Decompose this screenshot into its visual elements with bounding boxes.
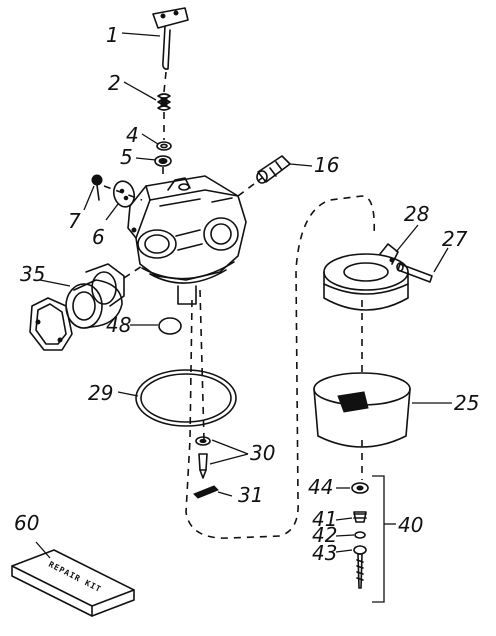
- label-part-6: 6: [92, 225, 105, 249]
- label-part-25: 25: [454, 391, 479, 415]
- label-part-48: 48: [106, 313, 131, 337]
- label-part-28: 28: [404, 202, 429, 226]
- label-part-60: 60: [14, 511, 39, 535]
- float-bowl-top: [323, 253, 409, 311]
- label-part-30: 30: [250, 441, 275, 465]
- part-5-seal: [154, 155, 172, 167]
- label-part-41: 41: [312, 507, 337, 531]
- part-43-screw: [353, 545, 367, 589]
- label-part-5: 5: [120, 145, 133, 169]
- part-2-spring: [157, 93, 171, 111]
- label-part-4: 4: [126, 123, 139, 147]
- part-29-gasket: [135, 369, 237, 427]
- repair-kit-label: REPAIR KIT: [47, 560, 103, 594]
- part-48-plug: [158, 317, 182, 335]
- part-30-needle-and-washer: [195, 436, 211, 479]
- label-part-16: 16: [314, 153, 339, 177]
- part-31-clip: [193, 485, 219, 499]
- part-6-choke-plate: [112, 180, 136, 208]
- label-part-35: 35: [20, 262, 45, 286]
- part-7-screw: [91, 174, 103, 201]
- part-28-float-bracket: [379, 243, 399, 265]
- part-27-pin: [396, 262, 433, 283]
- label-part-7: 7: [68, 209, 81, 233]
- label-part-42: 42: [312, 523, 337, 547]
- label-part-40: 40: [398, 513, 423, 537]
- part-35-air-cleaner-assembly: [29, 263, 125, 351]
- label-part-43: 43: [312, 541, 337, 565]
- label-part-2: 2: [108, 71, 121, 95]
- part-44-nut: [351, 482, 369, 494]
- part-1-throttle-shaft: [152, 7, 189, 70]
- part-42-o-ring: [354, 531, 366, 539]
- label-part-44: 44: [308, 475, 333, 499]
- label-part-29: 29: [88, 381, 113, 405]
- carburetor-body: [127, 175, 247, 305]
- label-part-31: 31: [238, 483, 263, 507]
- part-60-repair-kit: REPAIR KIT: [11, 549, 135, 617]
- part-41-spring: [353, 511, 367, 523]
- part-40-bracket: [372, 475, 385, 603]
- leader-lines: [35, 32, 452, 559]
- label-part-27: 27: [442, 227, 468, 251]
- part-4-washer: [156, 141, 172, 151]
- label-part-1: 1: [106, 23, 119, 47]
- part-25-float-bowl: [313, 372, 411, 448]
